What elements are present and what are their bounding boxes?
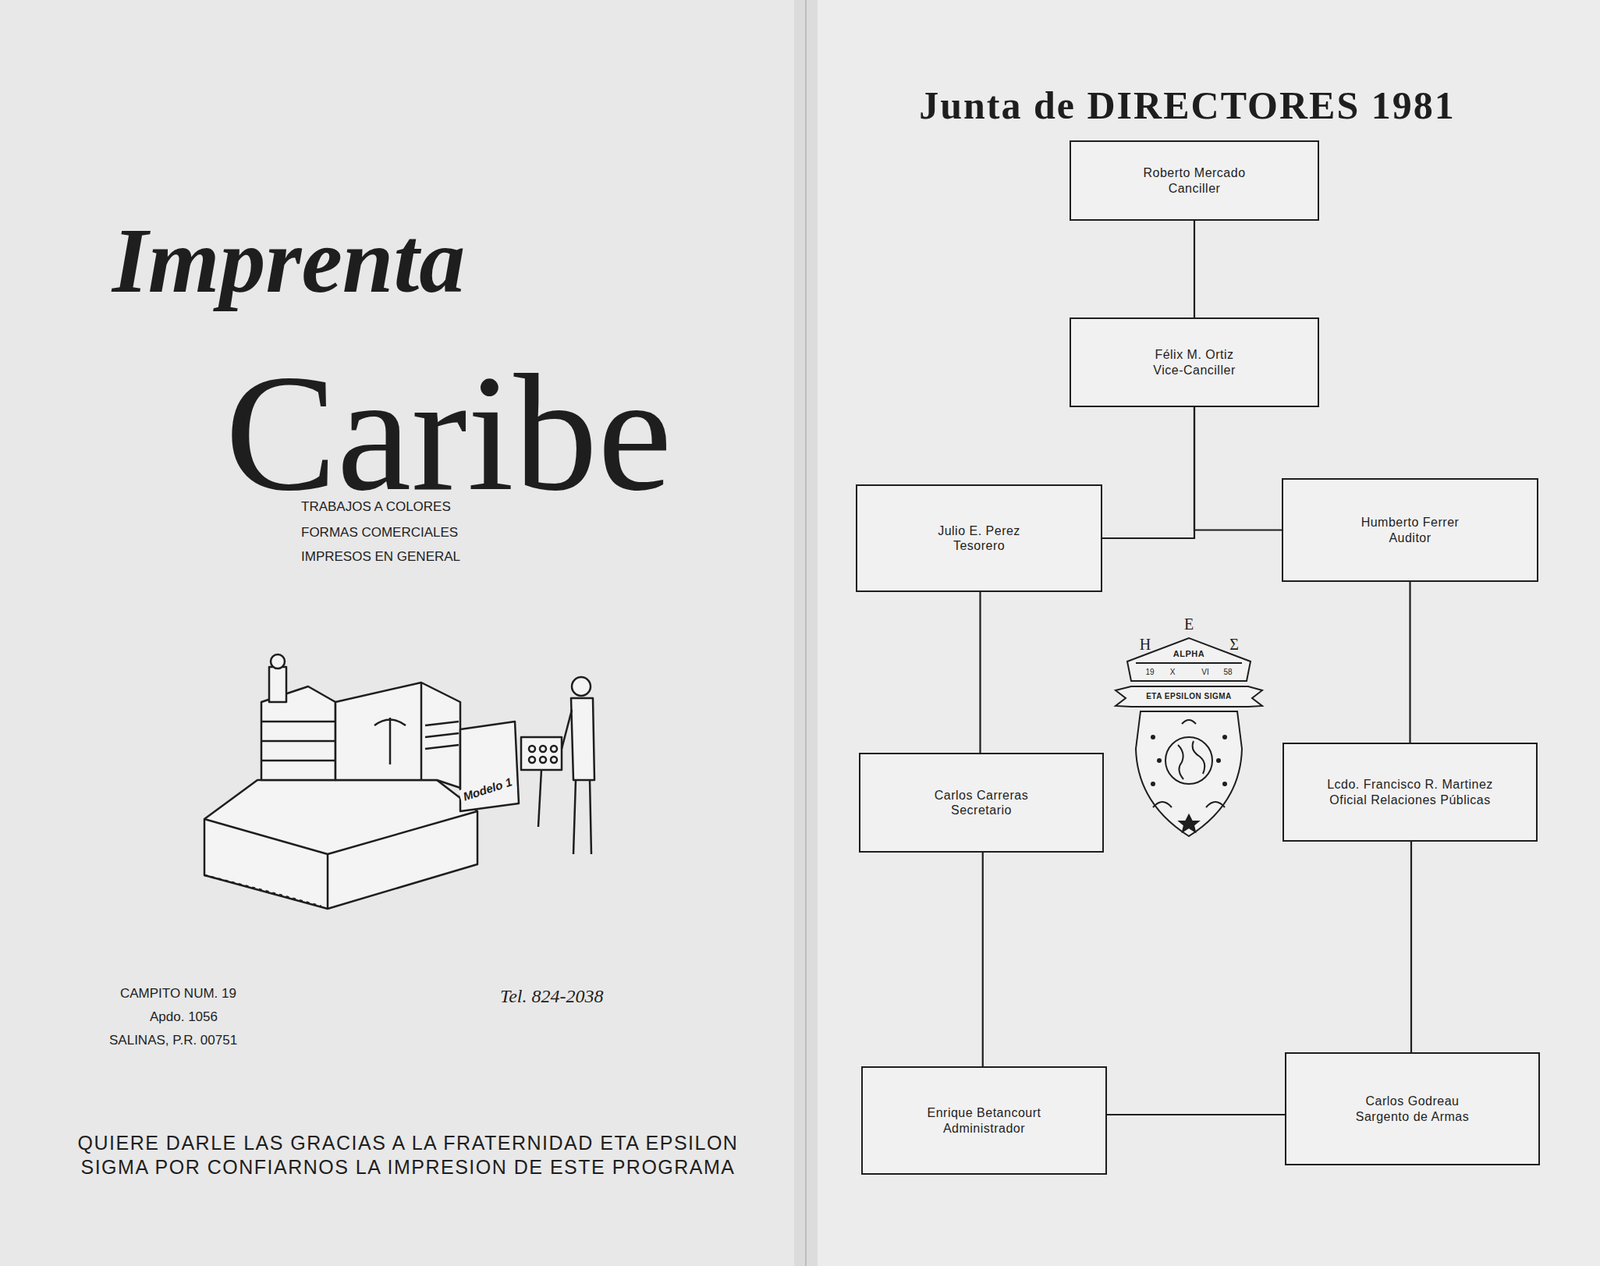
org-connector: [1410, 841, 1412, 1053]
director-box: Roberto MercadoCanciller: [1069, 140, 1320, 221]
address-line: CAMPITO NUM. 19: [120, 986, 237, 1002]
org-connector: [979, 592, 981, 753]
machine-model: Modelo 1: [457, 773, 518, 806]
crest-date: VI: [1201, 667, 1209, 678]
director-box: Enrique BetancourtAdministrador: [861, 1066, 1107, 1175]
service-line: IMPRESOS EN GENERAL: [301, 549, 461, 565]
director-name: Carlos Carreras: [934, 787, 1029, 803]
org-connector: [1193, 220, 1196, 318]
page-fold: [794, 0, 818, 1266]
address-line: SALINAS, P.R. 00751: [109, 1032, 238, 1049]
crest-word: ALPHA: [1173, 649, 1205, 660]
director-role: Auditor: [1388, 530, 1431, 546]
director-box: Julio E. PerezTesorero: [855, 484, 1103, 593]
director-role: Tesorero: [953, 538, 1005, 554]
director-box: Carlos GodreauSargento de Armas: [1284, 1052, 1540, 1166]
director-box: Félix M. OrtizVice-Canciller: [1069, 317, 1320, 408]
director-name: Enrique Betancourt: [927, 1105, 1042, 1121]
director-box: Humberto FerrerAuditor: [1281, 478, 1539, 582]
crest-letter: Η: [1139, 635, 1151, 654]
right-page: [805, 0, 1600, 1266]
director-name: Julio E. Perez: [937, 523, 1021, 539]
phone-number: Tel. 824-2038: [500, 985, 604, 1008]
director-role: Oficial Relaciones Públicas: [1329, 792, 1491, 808]
director-role: Sargento de Armas: [1355, 1109, 1469, 1125]
crest-letter: Σ: [1229, 635, 1239, 654]
org-connector: [982, 852, 984, 1067]
fold-line: [805, 0, 807, 1266]
service-line: TRABAJOS A COLORES: [301, 499, 451, 515]
thanks-note: QUIERE DARLE LAS GRACIAS A LA FRATERNIDA…: [56, 1131, 760, 1179]
brand-name: Imprenta: [112, 205, 465, 317]
director-box: Carlos CarrerasSecretario: [858, 752, 1104, 853]
director-name: Carlos Godreau: [1365, 1093, 1460, 1109]
director-name: Lcdo. Francisco R. Martinez: [1326, 776, 1494, 792]
org-connector: [1102, 407, 1195, 539]
director-box: Lcdo. Francisco R. MartinezOficial Relac…: [1282, 742, 1538, 842]
service-line: FORMAS COMERCIALES: [301, 525, 458, 541]
org-connector: [1194, 407, 1282, 531]
org-connector: [1106, 1113, 1285, 1116]
crest-date: X: [1170, 667, 1176, 678]
director-role: Secretario: [950, 802, 1012, 818]
director-name: Félix M. Ortiz: [1154, 347, 1234, 362]
crest-date: 58: [1223, 667, 1232, 678]
director-role: Canciller: [1168, 180, 1221, 196]
crest-letter: Ε: [1184, 614, 1194, 634]
left-page: [0, 0, 806, 1266]
fraternity-crest: [1115, 638, 1263, 837]
director-name: Roberto Mercado: [1142, 165, 1246, 181]
crest-stars: [1150, 734, 1228, 787]
director-role: Vice-Canciller: [1152, 362, 1235, 378]
address-line: Apdo. 1056: [149, 1009, 218, 1026]
printing-press: [204, 654, 595, 909]
director-role: Administrador: [943, 1121, 1026, 1136]
chart-title: Junta de DIRECTORES 1981: [918, 82, 1456, 128]
crest-date: 19: [1145, 667, 1154, 678]
crest-motto: ETA EPSILON SIGMA: [1145, 691, 1232, 702]
director-name: Humberto Ferrer: [1361, 514, 1460, 530]
org-connector: [1408, 581, 1411, 743]
